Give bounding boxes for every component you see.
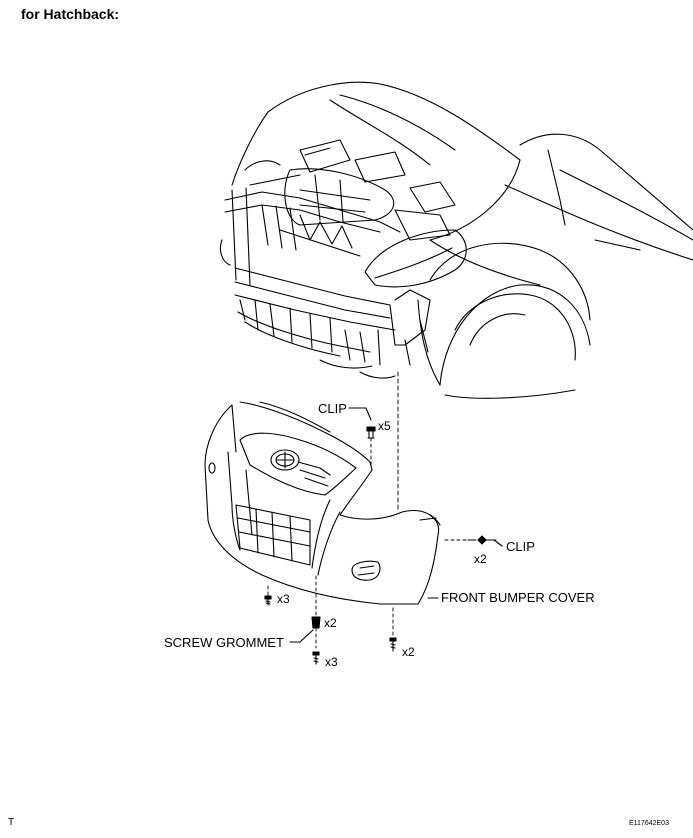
- page-title: for Hatchback:: [21, 6, 120, 22]
- qty-screw-bottom: x3: [325, 655, 338, 669]
- qty-screw-right: x2: [402, 645, 415, 659]
- label-front-bumper-cover: FRONT BUMPER COVER: [441, 590, 595, 605]
- front-bumper-cover-part: [205, 402, 440, 604]
- screw-grommet-icon: [290, 576, 320, 648]
- screw-bottom-icon: [313, 652, 319, 664]
- clip-right-icon: [445, 536, 502, 546]
- qty-clip-top: x5: [378, 419, 391, 433]
- clip-top-icon: [349, 408, 375, 465]
- footer-mark: T: [8, 817, 15, 828]
- qty-screw-left: x3: [277, 592, 290, 606]
- label-clip-right: CLIP: [506, 539, 535, 554]
- label-clip-top: CLIP: [318, 401, 347, 416]
- screw-left-icon: [265, 586, 271, 605]
- label-screw-grommet: SCREW GROMMET: [164, 635, 284, 650]
- screw-right-icon: [390, 608, 396, 651]
- qty-clip-right: x2: [474, 552, 487, 566]
- figure-code: E117642E03: [629, 820, 669, 827]
- vehicle-front-illustration: [220, 82, 693, 398]
- qty-screw-grommet: x2: [324, 616, 337, 630]
